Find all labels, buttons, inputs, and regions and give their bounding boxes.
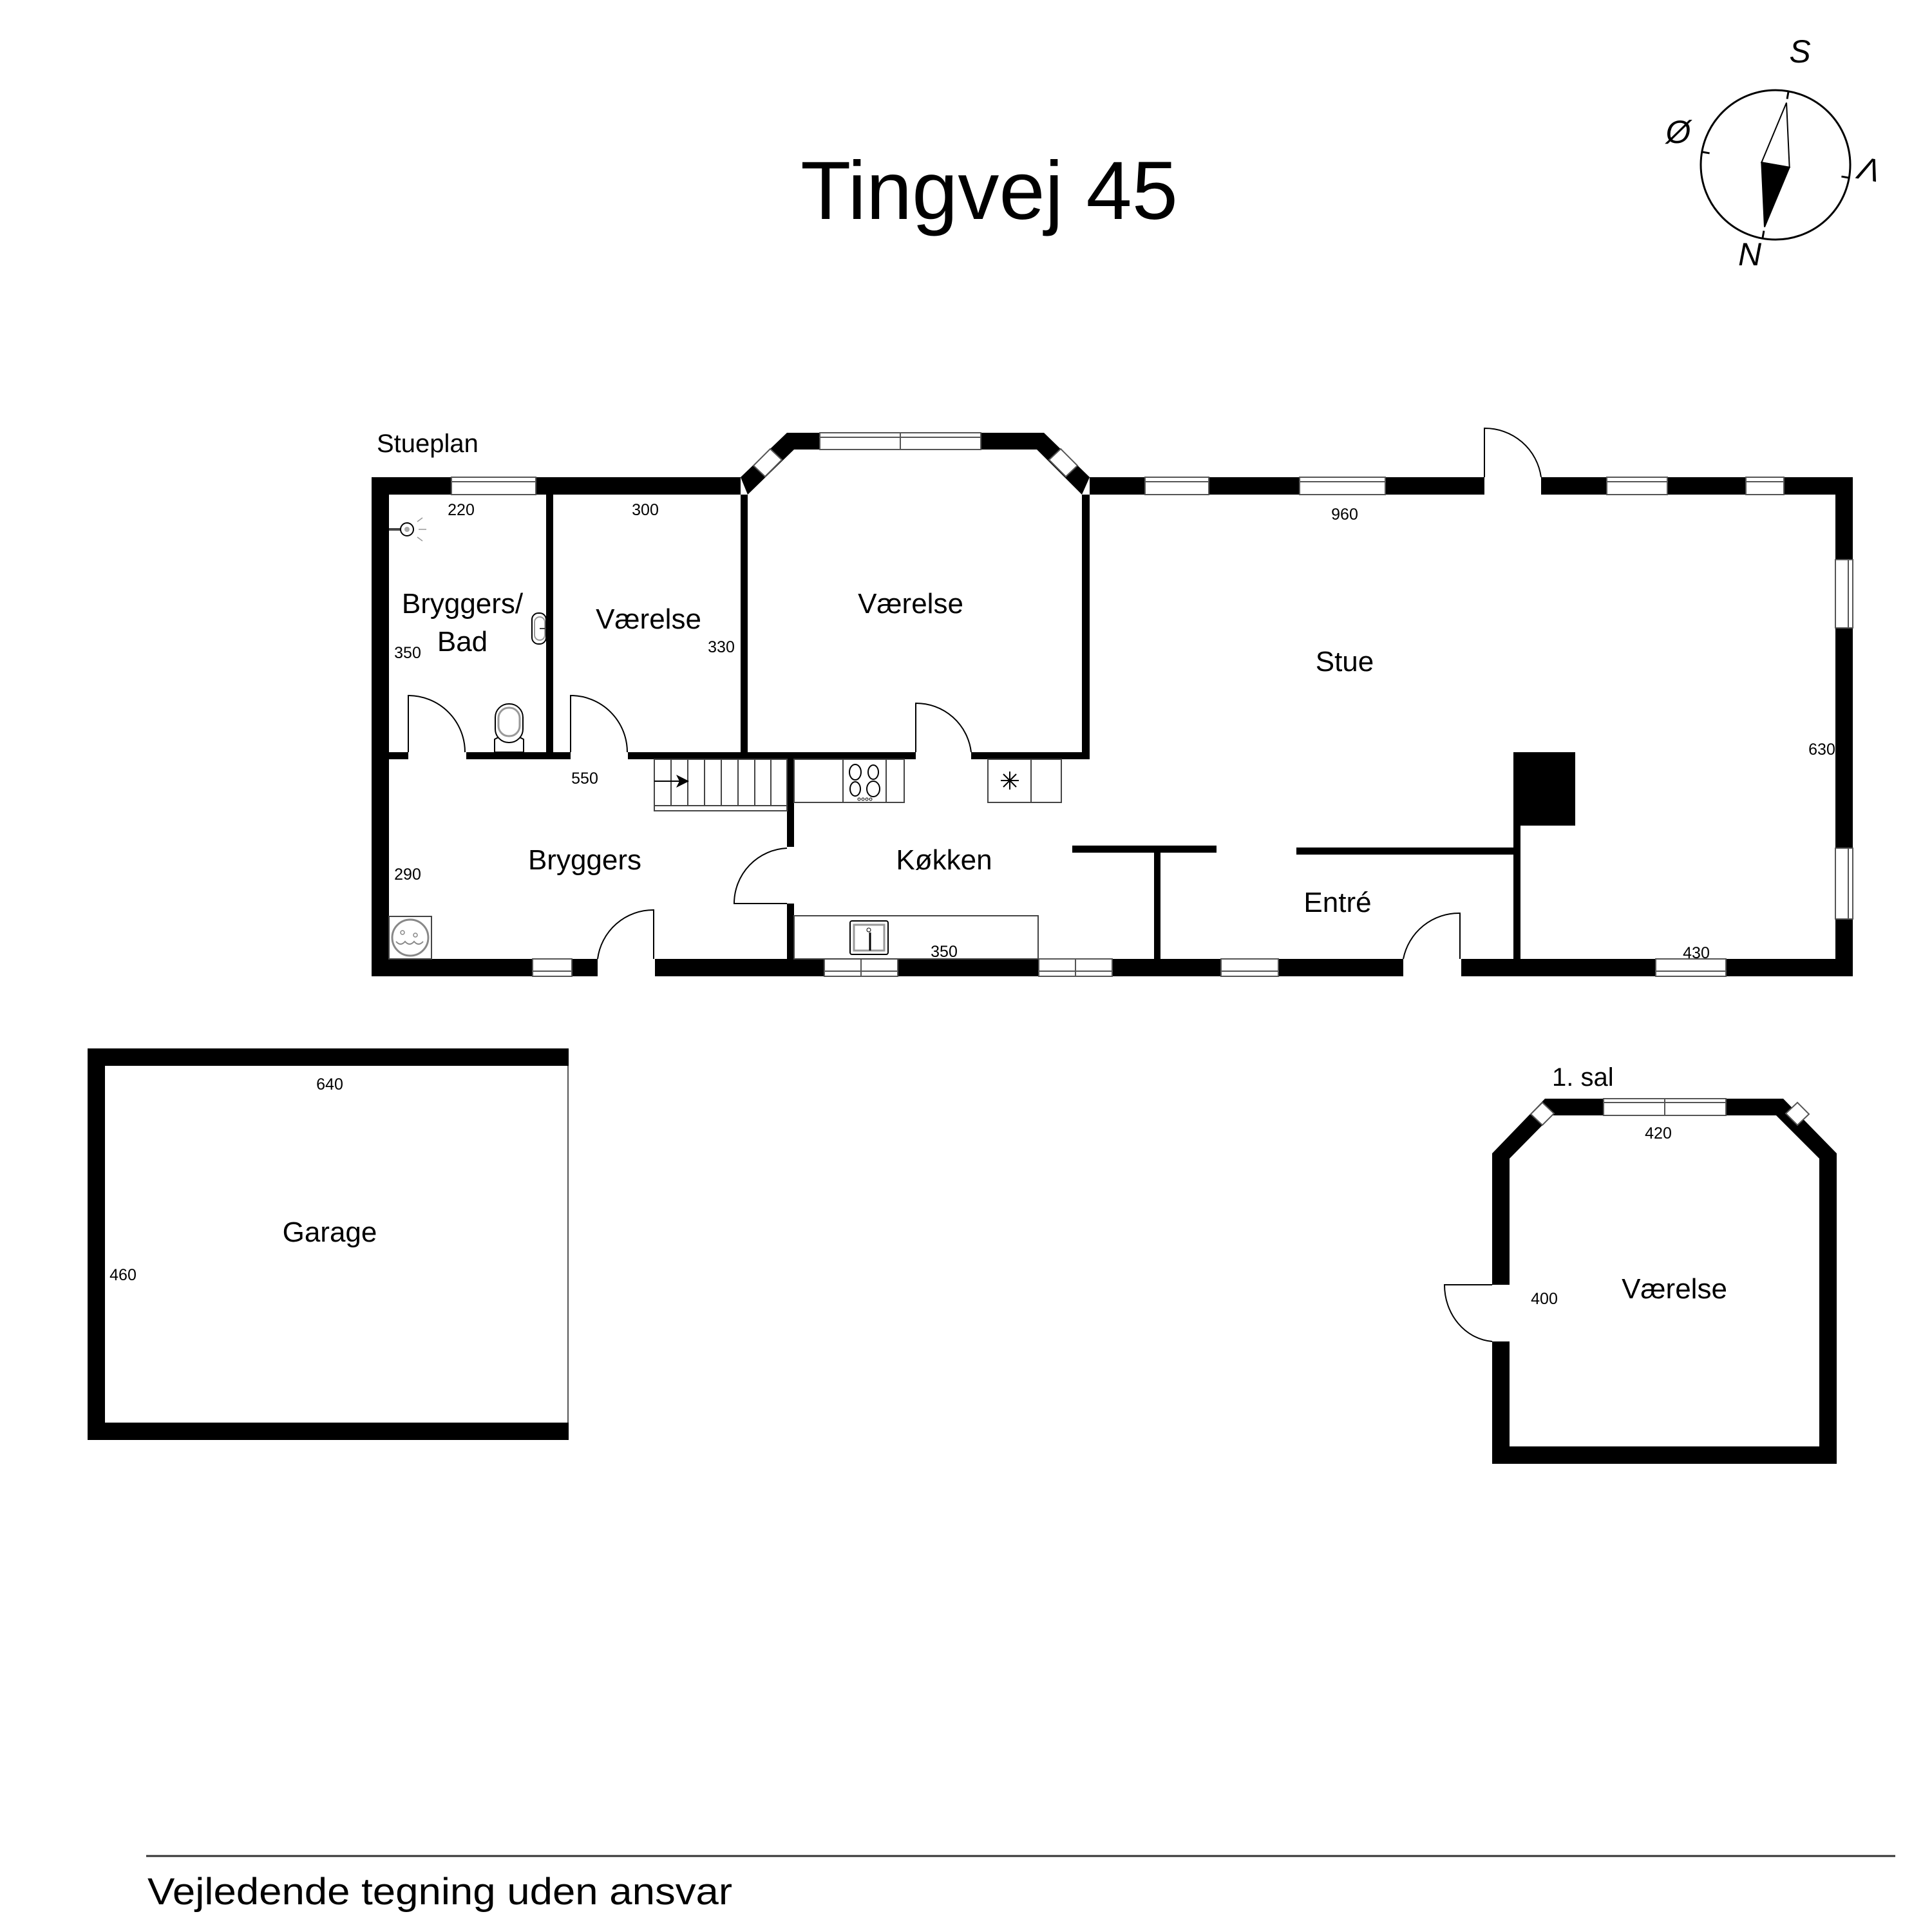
dimension-first-floor-depth: 400 <box>1531 1290 1558 1308</box>
room-label-stue: Stue <box>1316 646 1374 677</box>
room-label-entre: Entré <box>1303 887 1371 918</box>
footer-disclaimer: Vejledende tegning uden ansvar <box>147 1871 732 1913</box>
room-label-bryggers: Bryggers <box>528 844 641 876</box>
door-bad <box>408 694 466 753</box>
dimension-bad-width: 220 <box>448 501 475 519</box>
snowflake-icon <box>1001 772 1019 790</box>
dimension-first-floor-width: 420 <box>1645 1124 1672 1142</box>
door-vaerelse-1 <box>570 694 628 753</box>
stove-icon <box>842 759 887 803</box>
ground-floor-doors <box>408 427 1542 960</box>
room-label-first-floor-vaerelse: Værelse <box>1622 1273 1727 1305</box>
dimension-bryggers-width: 550 <box>571 770 598 788</box>
door-bryggers-koekken <box>733 848 788 904</box>
compass-label-west: V <box>1853 149 1884 189</box>
dimension-bryggers-depth: 290 <box>394 866 421 884</box>
washing-machine-icon <box>388 916 432 960</box>
dimension-stue-lower-width: 430 <box>1683 944 1710 962</box>
room-label-bryggers-bad: Bryggers/ <box>402 588 524 620</box>
kitchen-counter-bottom <box>793 915 1039 960</box>
first-floor-walls <box>1443 1098 1837 1464</box>
door-entre-exterior <box>1403 912 1461 960</box>
shower-icon <box>389 517 426 542</box>
room-label-garage: Garage <box>283 1217 377 1248</box>
room-label-bryggers-bad-line2: Bad <box>437 626 488 658</box>
dimension-stue-depth: 630 <box>1808 741 1835 759</box>
compass-needle-north-icon <box>1761 161 1791 227</box>
dimension-vaerelse-1-width: 300 <box>632 501 659 519</box>
compass-label-east: Ø <box>1665 114 1693 150</box>
compass-rose-icon: S Ø N V <box>1665 33 1884 272</box>
dimension-garage-width: 640 <box>316 1075 343 1094</box>
compass-label-south: S <box>1789 33 1810 70</box>
room-label-vaerelse-1: Værelse <box>596 603 701 635</box>
room-label-koekken: Køkken <box>896 844 992 876</box>
floor-label-stueplan: Stueplan <box>377 430 478 458</box>
room-label-vaerelse-2: Værelse <box>858 588 963 620</box>
fridge-counter <box>987 759 1062 803</box>
door-stue-exterior <box>1484 427 1542 478</box>
page-title: Tingvej 45 <box>800 145 1178 237</box>
washbasin-icon <box>531 612 547 645</box>
staircase-icon <box>654 759 788 811</box>
door-first-floor <box>1443 1284 1493 1342</box>
floor-label-1-sal: 1. sal <box>1552 1063 1614 1092</box>
dimension-stue-width: 960 <box>1331 506 1358 524</box>
door-vaerelse-2 <box>915 702 972 753</box>
ground-floor-walls <box>372 433 1853 976</box>
garage-walls <box>88 1048 569 1440</box>
ground-floor-labels: Bryggers/ Bad 220 350 Værelse 300 330 Væ… <box>394 501 1835 962</box>
kitchen-counter-top <box>793 759 905 803</box>
toilet-icon <box>494 703 524 753</box>
ground-floor-fixtures <box>388 517 1062 960</box>
ground-floor-windows <box>451 432 1853 977</box>
chimney <box>1513 752 1575 826</box>
dimension-bad-depth: 350 <box>394 644 421 662</box>
dimension-vaerelse-1-depth: 330 <box>708 638 735 656</box>
dimension-koekken-width: 350 <box>931 943 958 961</box>
dimension-garage-depth: 460 <box>109 1266 137 1284</box>
door-bryggers-exterior <box>597 909 654 960</box>
stairs-arrow-icon <box>676 775 689 788</box>
compass-needle-south-icon <box>1760 102 1790 169</box>
compass-label-north: N <box>1738 236 1762 272</box>
